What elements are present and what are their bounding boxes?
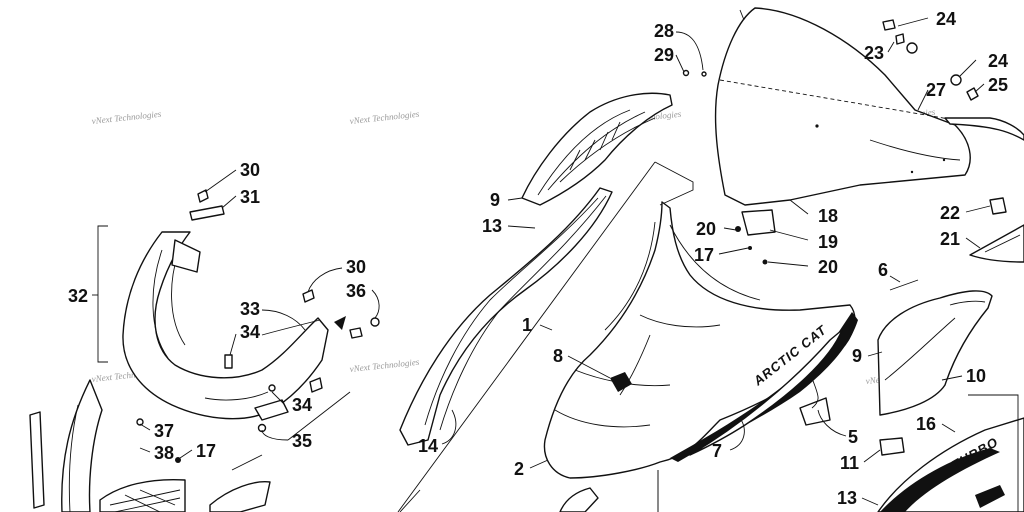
callout-label: 33 [240,299,260,319]
callout-label: 37 [154,421,174,441]
callout-label: 20 [696,219,716,239]
lower-right-side-panel: TURBO [877,417,1024,512]
callout-label: 19 [818,232,838,252]
callout-label: 34 [292,395,312,415]
callout-label: 18 [818,206,838,226]
callout-label: 36 [346,281,366,301]
watermark: vNext Technologies [91,109,162,126]
callout-label: 11 [840,453,859,473]
callout-label: 20 [818,257,838,277]
callout-label: 5 [848,427,858,447]
callout-label: 38 [154,443,174,463]
callout-label: 9 [490,190,500,210]
watermark: vNext Technologies [349,357,420,374]
callout-label: 23 [864,43,884,63]
callout-label: 2 [514,459,524,479]
callout-label: 34 [240,322,260,342]
left-side-panel [29,379,271,512]
mount-bracket [254,399,289,421]
assembly-boundary [654,161,694,206]
main-hood: ARCTIC CAT [543,201,858,479]
callout-label: 30 [240,160,260,180]
callout-label: 35 [292,431,312,451]
right-side-panel [877,290,993,416]
callout-label: 22 [940,203,960,223]
callout-label: 7 [712,441,722,461]
windshield [714,7,971,206]
callout-label: 16 [916,414,936,434]
callout-label: 10 [966,366,986,386]
callout-label: 31 [240,187,260,207]
callout-label: 30 [346,257,366,277]
callout-label: 8 [553,346,563,366]
callout-label: 13 [482,216,502,236]
callout-label: 27 [926,80,946,100]
callout-label: 9 [852,346,862,366]
leader-lines [92,17,1019,512]
fastener-hardware-left [136,189,941,463]
callout-label: 32 [68,286,88,306]
callout-label: 17 [694,245,714,265]
small-parts-center [799,279,919,456]
front-bumper-trim [122,231,329,420]
callout-label: 13 [837,488,857,508]
watermark: vNext Technologies [349,109,420,126]
callout-label: 24 [936,9,956,29]
callout-label: 1 [522,315,532,335]
assembly-boundary-edge [397,161,656,512]
callout-label: 14 [418,436,438,456]
callout-labels: 1 2 5 6 7 8 9 9 10 11 13 13 14 16 17 17 … [68,9,1008,508]
lower-trim-fragment [559,487,599,512]
hardware-top-right [682,19,1024,265]
callout-label: 29 [654,45,674,65]
hood-trim-strip [399,187,613,446]
callout-label: 21 [940,229,960,249]
upper-side-scoop [521,92,673,206]
callout-label: 6 [878,260,888,280]
callout-label: 24 [988,51,1008,71]
callout-label: 25 [988,75,1008,95]
callout-label: 17 [196,441,216,461]
callout-label: 28 [654,21,674,41]
